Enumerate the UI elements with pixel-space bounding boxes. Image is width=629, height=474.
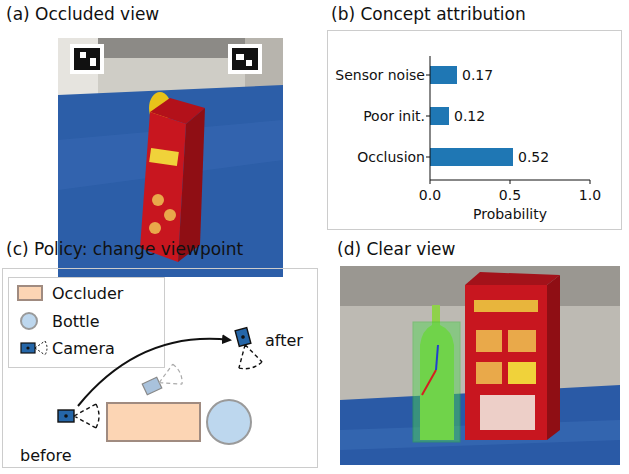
bar-chart (426, 56, 590, 184)
category-label: Poor init. (363, 108, 425, 125)
legend-swatch (17, 285, 43, 301)
legend-text: Camera (52, 339, 115, 358)
value-label: 0.12 (454, 108, 485, 125)
camera-label: before (20, 446, 72, 465)
value-label: 0.52 (518, 149, 549, 166)
legend-swatch-circle (20, 312, 38, 330)
figure-panel: (d) Clear view (333, 235, 623, 266)
panel-border (3, 269, 318, 468)
axis-title: Probability (473, 206, 547, 223)
panel-title: (d) Clear view (333, 235, 623, 260)
camera-label: after (265, 331, 303, 350)
tick-label: 0.0 (419, 187, 441, 204)
legend-text: Bottle (52, 312, 100, 331)
panel-title: (c) Policy: change viewpoint (2, 235, 320, 260)
legend-text: Occluder (52, 284, 123, 303)
category-label: Sensor noise (335, 67, 425, 84)
figure-panel: (a) Occluded view (2, 0, 322, 232)
value-label: 0.17 (462, 67, 493, 84)
panel-border (328, 31, 622, 230)
tick-label: 0.5 (499, 187, 521, 204)
figure-panel: (b) Concept attribution (327, 0, 622, 30)
tick-label: 1.0 (579, 187, 601, 204)
category-label: Occlusion (357, 149, 425, 166)
clear-photo (340, 266, 620, 465)
panel-title: (b) Concept attribution (327, 0, 622, 25)
camera-legend-icon (21, 341, 47, 355)
panel-title: (a) Occluded view (2, 0, 322, 25)
figure-panel: (c) Policy: change viewpoint (2, 235, 320, 268)
